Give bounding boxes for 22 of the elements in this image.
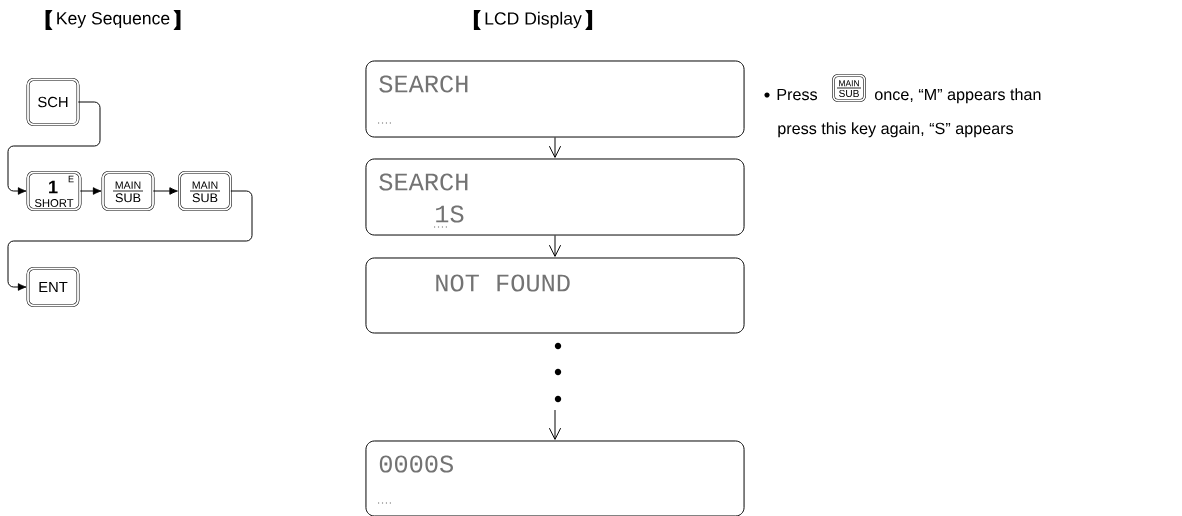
keypad-key: SCH	[26, 78, 80, 126]
keypad-key: 1 E SHORT	[26, 171, 82, 211]
lcd-display: 0000S	[365, 440, 745, 516]
lcd-display: SEARCH 1S	[365, 158, 745, 236]
heading: Key Sequence	[57, 12, 170, 28]
keypad-key: MAIN SUB	[178, 171, 232, 211]
arrow	[548, 137, 562, 158]
arrow	[7, 101, 101, 195]
arrow	[152, 187, 178, 195]
arrow	[548, 409, 562, 440]
arrow	[7, 190, 253, 291]
note-text: once, “M” appears than	[874, 88, 1041, 104]
keypad-key: MAIN SUB	[832, 74, 866, 102]
heading: LCD Display	[485, 11, 582, 29]
arrow	[548, 235, 562, 257]
lcd-display: SEARCH	[365, 60, 745, 138]
arrow	[79, 187, 102, 195]
keypad-key: ENT	[26, 267, 80, 307]
note-text: press this key again, “S” appears	[778, 122, 1014, 138]
note-text: Press	[777, 88, 818, 101]
keypad-key: MAIN SUB	[101, 171, 155, 211]
lcd-display: NOT FOUND	[365, 257, 745, 334]
